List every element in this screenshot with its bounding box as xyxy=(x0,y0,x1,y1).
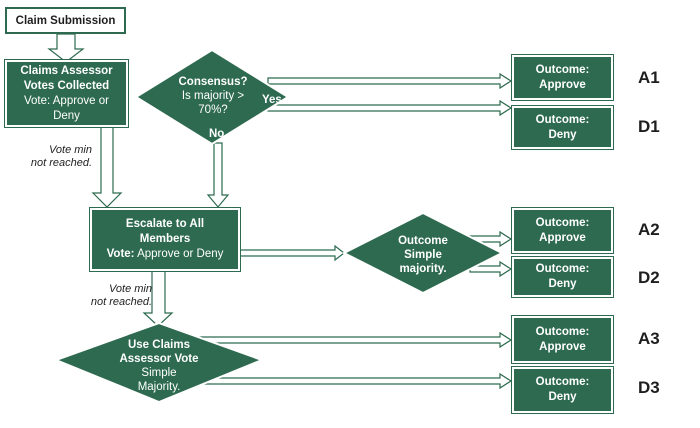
outcome-a1-box: Outcome: Approve xyxy=(511,54,614,101)
outcome-a2-line-2: Approve xyxy=(539,231,586,244)
outcome-d1-box: Outcome: Deny xyxy=(511,105,614,150)
outcome-a1-line-2: Approve xyxy=(539,78,586,91)
outcome-d3-box: Outcome: Deny xyxy=(511,366,614,414)
assessor-vote-line: Vote: Approve or xyxy=(23,94,110,107)
no-label: No xyxy=(209,128,225,140)
outcome-d1-line-1: Outcome: xyxy=(535,113,590,126)
escalate-title-2: Members xyxy=(139,233,191,245)
assessor-votes-box: Claims Assessor Votes Collected Vote: Ap… xyxy=(4,59,129,128)
arrow-assessor-to-escalate xyxy=(91,126,123,208)
simple-majority-diamond xyxy=(341,211,505,295)
escalate-vote-label: Vote: xyxy=(106,248,135,260)
code-a2: A2 xyxy=(638,220,660,239)
majority-line-3: majority. xyxy=(399,263,447,275)
code-d2: D2 xyxy=(638,268,660,287)
majority-line-1: Outcome xyxy=(398,235,448,247)
outcome-d2-line-2: Deny xyxy=(548,278,577,290)
claim-submission-label: Claim Submission xyxy=(15,14,116,27)
use-assessor-text: Use Claims Assessor Vote Simple Majority… xyxy=(104,338,214,394)
use-assessor-line-2: Assessor Vote xyxy=(119,353,199,365)
consensus-line-3: 70%? xyxy=(198,104,228,116)
use-assessor-line-4: Majority. xyxy=(137,381,181,393)
yes-label: Yes xyxy=(262,94,282,106)
code-d1: D1 xyxy=(638,117,660,136)
note-1-line-2: not reached. xyxy=(30,157,92,169)
arrow-escalate-to-use-assessor xyxy=(142,269,174,327)
outcome-d3-line-1: Outcome: xyxy=(535,376,590,388)
escalate-title-1: Escalate to All xyxy=(125,218,205,230)
code-a1: A1 xyxy=(638,68,660,87)
outcome-d2-line-1: Outcome: xyxy=(535,263,590,275)
consensus-line-2: Is majority > xyxy=(181,90,245,102)
outcome-a1-line-1: Outcome: xyxy=(535,63,590,76)
outcome-d3-line-2: Deny xyxy=(548,391,577,403)
outcome-a3-box: Outcome: Approve xyxy=(511,315,614,364)
escalate-box: Escalate to All Members Vote: Approve or… xyxy=(89,207,241,272)
note-2-line-1: Vote min xyxy=(108,283,152,295)
vote-min-note-1: Vote min not reached. xyxy=(10,144,92,170)
note-1-line-1: Vote min xyxy=(48,144,92,156)
outcome-d2-box: Outcome: Deny xyxy=(511,256,614,298)
arrow-consensus-no xyxy=(206,142,230,208)
assessor-vote-line-2: Deny xyxy=(53,109,80,122)
use-assessor-line-1: Use Claims xyxy=(127,339,190,351)
arrow-to-a1 xyxy=(267,72,513,90)
arrow-to-a3 xyxy=(199,331,513,349)
escalate-vote-line: Vote: Approve or Deny xyxy=(107,247,224,262)
consensus-text: Consensus? Is majority > 70%? xyxy=(167,75,259,117)
escalate-vote-options: Approve or Deny xyxy=(134,248,224,260)
arrow-to-d3 xyxy=(199,372,513,390)
use-assessor-line-3: Simple xyxy=(141,367,177,379)
code-a3: A3 xyxy=(638,329,660,348)
outcome-a2-line-1: Outcome: xyxy=(535,216,590,229)
arrow-to-d1 xyxy=(267,99,513,117)
consensus-question: Consensus? xyxy=(178,76,248,88)
simple-majority-text: Outcome Simple majority. xyxy=(378,234,468,276)
outcome-a3-line-2: Approve xyxy=(539,340,586,353)
assessor-title-2: Votes Collected xyxy=(23,79,110,92)
arrow-to-d2 xyxy=(469,260,513,278)
arrow-escalate-to-majority xyxy=(239,244,345,262)
note-2-line-2: not reached. xyxy=(90,296,152,308)
assessor-title-1: Claims Assessor xyxy=(20,64,113,77)
outcome-a3-line-1: Outcome: xyxy=(535,325,590,338)
vote-min-note-2: Vote min not reached. xyxy=(70,283,152,309)
use-assessor-diamond xyxy=(53,321,265,404)
code-d3: D3 xyxy=(638,378,660,397)
arrow-start-to-assessor xyxy=(47,33,85,63)
majority-line-2: Simple xyxy=(404,249,442,261)
outcome-a2-box: Outcome: Approve xyxy=(511,207,614,254)
consensus-diamond xyxy=(134,48,290,146)
claim-submission-node: Claim Submission xyxy=(5,7,126,34)
outcome-d1-line-2: Deny xyxy=(548,128,577,141)
